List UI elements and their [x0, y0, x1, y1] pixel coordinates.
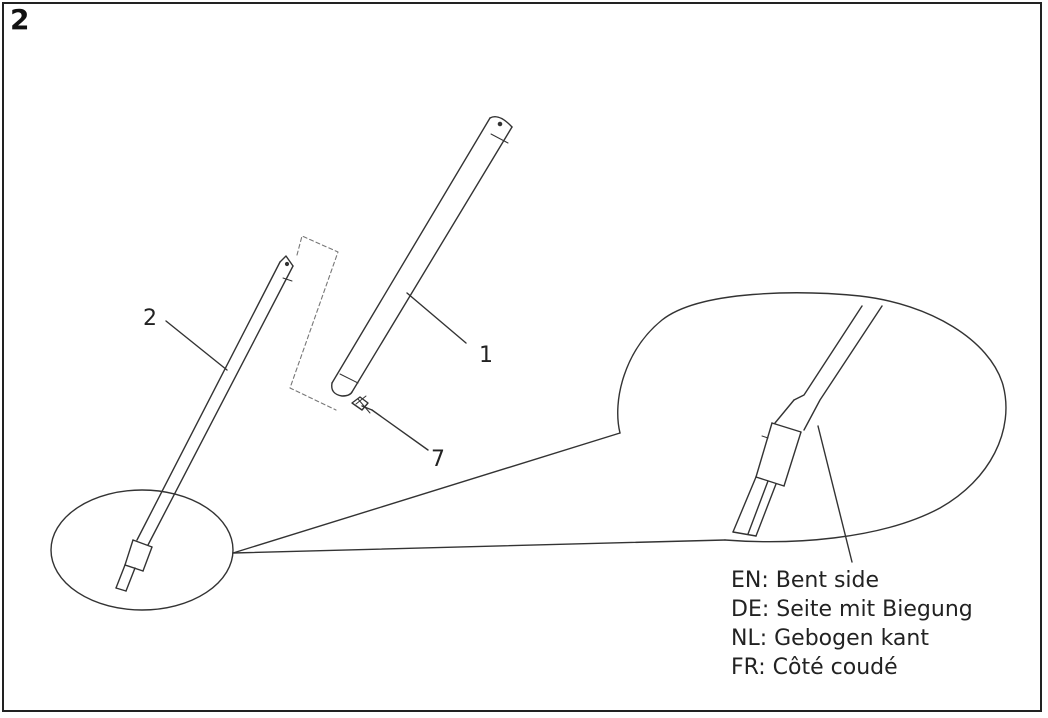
dashed-connection-line	[289, 235, 339, 411]
callout-label-7: 7	[431, 447, 445, 472]
legend: EN: Bent side DE: Seite mit Biegung NL: …	[731, 566, 973, 682]
legend-fr: FR: Côté coudé	[731, 655, 898, 680]
leader-line-bent-side	[817, 425, 853, 563]
legend-en: EN: Bent side	[731, 568, 880, 593]
pole-1	[331, 115, 513, 397]
zoom-line-bottom	[232, 539, 726, 554]
leader-line-1	[406, 292, 467, 344]
screw-part-7	[351, 395, 373, 414]
legend-nl: NL: Gebogen kant	[731, 626, 929, 651]
step-number: 2	[10, 3, 30, 36]
callout-label-1: 1	[479, 343, 493, 368]
detail-ellipse-small	[50, 489, 234, 611]
leader-line-7	[371, 409, 429, 451]
pole-2	[115, 255, 294, 592]
detail-ellipse-large	[617, 292, 1007, 543]
legend-de: DE: Seite mit Biegung	[731, 597, 973, 622]
magnified-pole	[732, 305, 883, 537]
leader-line-2	[165, 320, 228, 371]
callout-label-2: 2	[143, 306, 157, 331]
zoom-line-top	[232, 432, 621, 554]
